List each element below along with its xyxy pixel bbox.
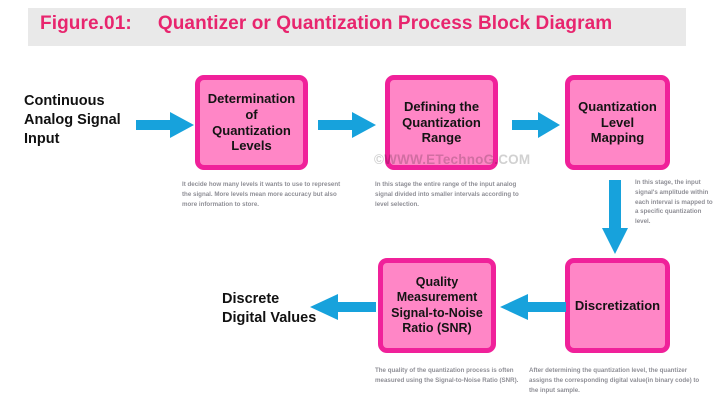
block-discretization[interactable]: Discretization: [565, 258, 670, 353]
figure-label: Figure.01:: [40, 13, 132, 34]
caption-determination: It decide how many levels it wants to us…: [182, 181, 341, 208]
arrow-discretization-to-snr: [500, 292, 566, 322]
arrow-input-to-determination: [136, 110, 194, 140]
caption-mapping: In this stage, the input signal's amplit…: [635, 179, 713, 226]
header-bar: [28, 8, 686, 46]
caption-snr: The quality of the quantization process …: [375, 367, 519, 384]
figure-title: Quantizer or Quantization Process Block …: [157, 13, 613, 34]
arrow-determination-to-defining: [318, 110, 376, 140]
arrow-mapping-to-discretization: [600, 180, 630, 254]
arrow-defining-to-mapping: [512, 110, 560, 140]
watermark: ©WWW.ETechnoG.COM: [374, 152, 531, 167]
block-title: Discretization: [574, 297, 661, 313]
caption-discretization: After determining the quantization level…: [529, 367, 700, 394]
caption-defining: In this stage the entire range of the in…: [375, 181, 519, 208]
page-title: Figure.01: Quantizer or Quantization Proc…: [40, 13, 680, 43]
arrow-snr-to-output: [310, 292, 376, 322]
